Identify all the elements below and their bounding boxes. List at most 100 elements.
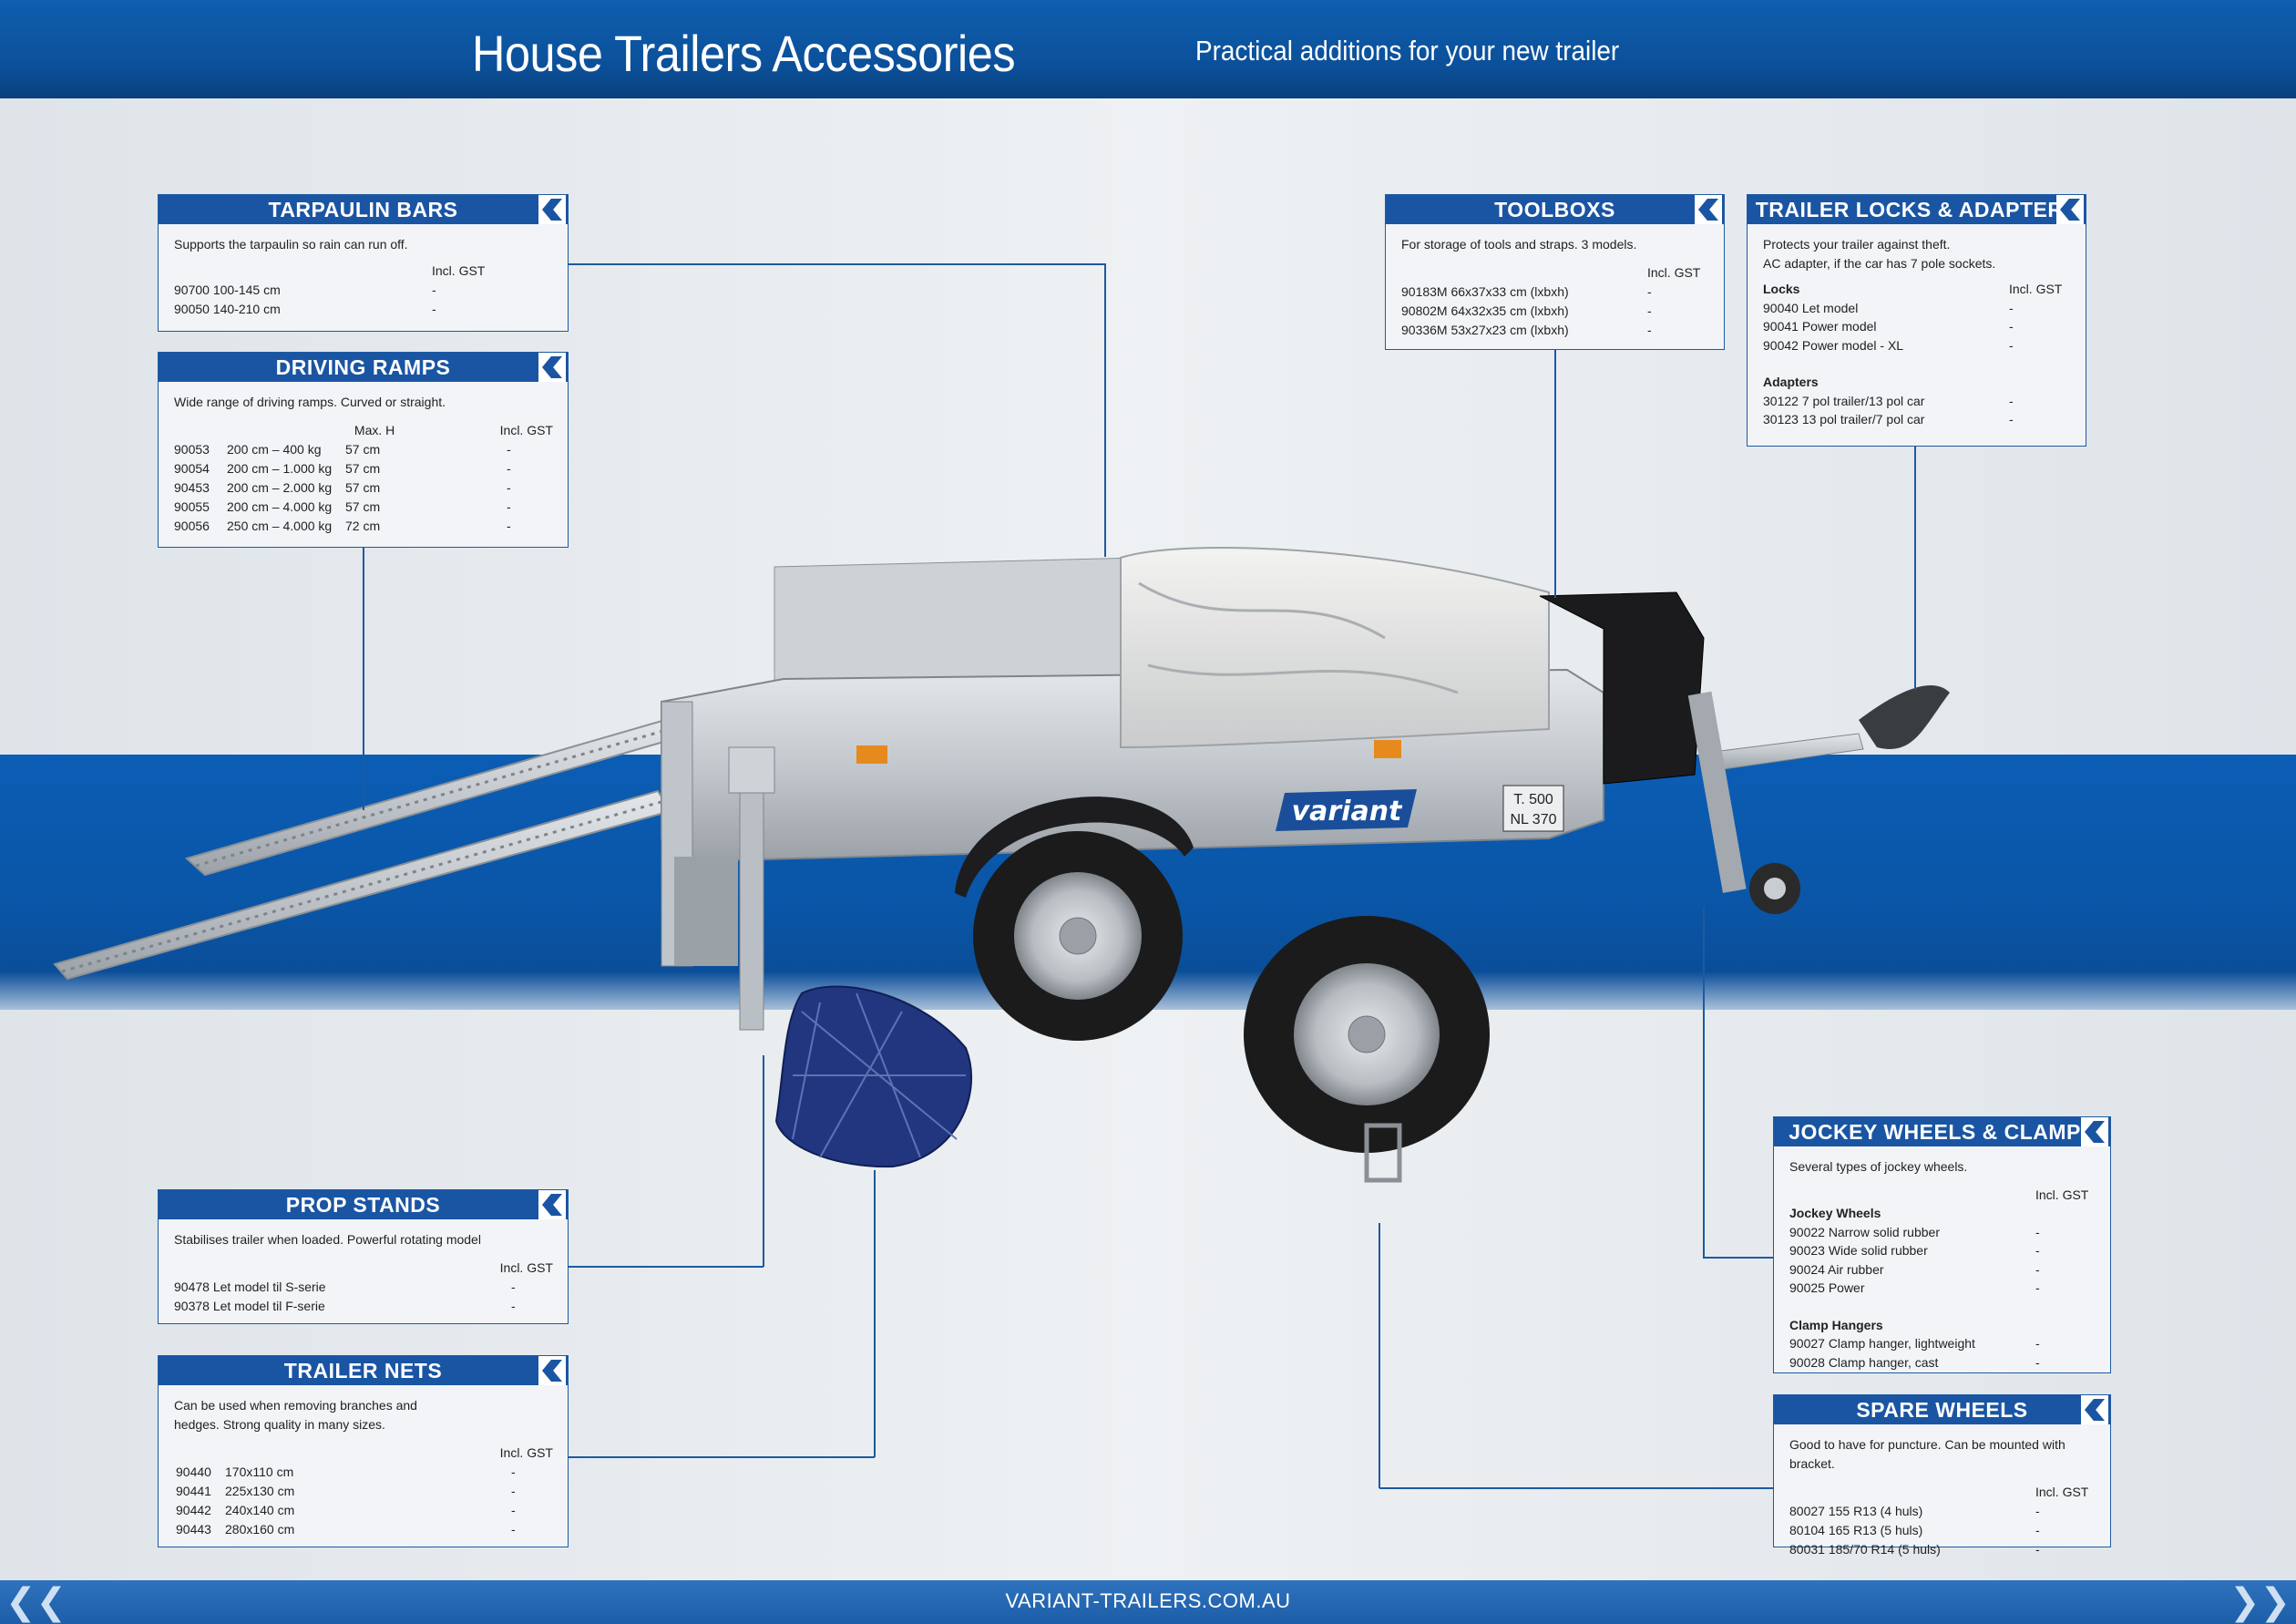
list-item: 80104 165 R13 (5 huls)- [1789,1523,2040,1537]
panel-description: Supports the tarpaulin so rain can run o… [174,237,408,252]
list-item: 90478 Let model til S-serie- [174,1280,516,1294]
spare-wheels-panel: SPARE WHEELS Good to have for puncture. … [1773,1394,2111,1557]
chevron-left-icon [538,353,566,382]
leader-nets [568,1456,875,1458]
panel-title: DRIVING RAMPS [159,353,568,382]
plate-line1: T. 500 [1513,792,1553,807]
trailer-nets-panel: TRAILER NETS Can be used when removing b… [158,1355,569,1547]
price-column-header: Incl. GST [499,423,553,437]
ramp-icon [53,718,678,981]
jockey-wheels-clamps-panel: JOCKEY WHEELS & CLAMPS Several types of … [1773,1116,2111,1373]
panel-description: For storage of tools and straps. 3 model… [1401,237,1637,252]
leader-spare-v [1379,1223,1380,1488]
price-column-header: Incl. GST [499,1445,553,1460]
panel-description: Protects your trailer against theft. [1763,237,1951,252]
leader-prop-v [763,1055,764,1267]
jockey-wheels-heading: Jockey Wheels [1789,1206,1881,1220]
panel-title: JOCKEY WHEELS & CLAMPS [1774,1117,2110,1146]
chevron-left-icon [2081,1395,2108,1424]
list-item: 90802M 64x32x35 cm (lxbxh)- [1401,303,1652,318]
leader-ramps [363,546,364,810]
panel-description: Stabilises trailer when loaded. Powerful… [174,1232,481,1247]
leader-jockey [1703,1257,1774,1259]
trailer-locks-adapters-panel: TRAILER LOCKS & ADAPTERS Protects your t… [1747,194,2086,447]
list-item: 90024 Air rubber- [1789,1261,2040,1277]
price-column-header: Incl. GST [1647,265,1701,280]
panel-title: SPARE WHEELS [1774,1395,2110,1424]
leader-toolbox [1554,349,1556,598]
tarpaulin-bars-panel: TARPAULIN BARS Supports the tarpaulin so… [158,194,569,332]
panel-description: Wide range of driving ramps. Curved or s… [174,395,446,409]
chevron-left-icon [2056,195,2084,224]
trailer-net-icon [774,985,973,1168]
leader-nets-v [874,1170,876,1457]
prop-stands-panel: PROP STANDS Stabilises trailer when load… [158,1189,569,1324]
chevron-left-icon [2081,1117,2108,1146]
list-item: 90336M 53x27x23 cm (lxbxh)- [1401,323,1652,337]
panel-description-2: hedges. Strong quality in many sizes. [174,1417,385,1432]
list-item: 90042 Power model - XL- [1763,337,2014,353]
toolboxs-panel: TOOLBOXS For storage of tools and straps… [1385,194,1725,350]
leader-spare [1379,1487,1774,1489]
chevron-right-icon: ❯❯ [2229,1582,2291,1622]
list-item: 90023 Wide solid rubber- [1789,1243,2040,1258]
footer-url[interactable]: VARIANT-TRAILERS.COM.AU [1005,1589,1291,1612]
list-item: 80027 155 R13 (4 huls)- [1789,1504,2040,1518]
list-item: 90050 140-210 cm- [174,302,436,316]
page-title: House Trailers Accessories [472,25,1016,82]
header-bar: House Trailers Accessories Practical add… [0,0,2296,98]
panel-description: Good to have for puncture. Can be mounte… [1789,1437,2065,1471]
price-column-header: Incl. GST [2009,282,2063,296]
price-column-header: Incl. GST [499,1260,553,1275]
list-item: 80031 185/70 R14 (5 huls)- [1789,1542,2040,1557]
panel-title: PROP STANDS [159,1190,568,1219]
panel-title: TARPAULIN BARS [159,195,568,224]
panel-description: Several types of jockey wheels. [1789,1159,1968,1174]
leader-jockey-v [1703,907,1705,1258]
list-item: 30123 13 pol trailer/7 pol car- [1763,412,2014,427]
chevron-left-icon [538,1190,566,1219]
leader-locks [1914,446,1916,690]
panel-title: TRAILER LOCKS & ADAPTERS [1748,195,2086,224]
chevron-left-icon [538,1356,566,1385]
adapters-heading: Adapters [1763,375,1819,389]
trailer-body-icon: variant T. 500 NL 370 [661,546,1950,1183]
locks-heading: Locks [1763,282,1800,296]
chevron-left-icon [1695,195,1722,224]
footer-bar: ❮❮ VARIANT-TRAILERS.COM.AU ❯❯ [0,1580,2296,1624]
brand-logo: variant [1292,796,1403,827]
panel-title: TOOLBOXS [1386,195,1724,224]
plate-line2: NL 370 [1511,812,1557,827]
list-item: 30122 7 pol trailer/13 pol car- [1763,393,2014,408]
height-column-header: Max. H [354,423,395,437]
list-item: 90022 Narrow solid rubber- [1789,1224,2040,1239]
list-item: 90025 Power- [1789,1280,2040,1295]
leader-prop [568,1266,764,1268]
price-column-header: Incl. GST [432,263,486,278]
leader-tarpaulin-v [1104,263,1106,557]
panel-description-2: AC adapter, if the car has 7 pole socket… [1763,255,1996,271]
driving-ramps-panel: DRIVING RAMPS Wide range of driving ramp… [158,352,569,548]
list-item: 90028 Clamp hanger, cast- [1789,1354,2040,1370]
list-item: 90700 100-145 cm- [174,283,436,297]
leader-tarpaulin [568,263,1105,265]
list-item: 90183M 66x37x33 cm (lxbxh)- [1401,284,1652,299]
chevron-left-icon [538,195,566,224]
price-column-header: Incl. GST [2035,1187,2089,1202]
price-column-header: Incl. GST [2035,1485,2089,1499]
chevron-left-icon: ❮❮ [5,1582,67,1622]
list-item: 90378 Let model til F-serie- [174,1299,516,1313]
clamp-hangers-heading: Clamp Hangers [1789,1317,1883,1332]
panel-title: TRAILER NETS [159,1356,568,1385]
page-subtitle: Practical additions for your new trailer [1195,35,1620,67]
